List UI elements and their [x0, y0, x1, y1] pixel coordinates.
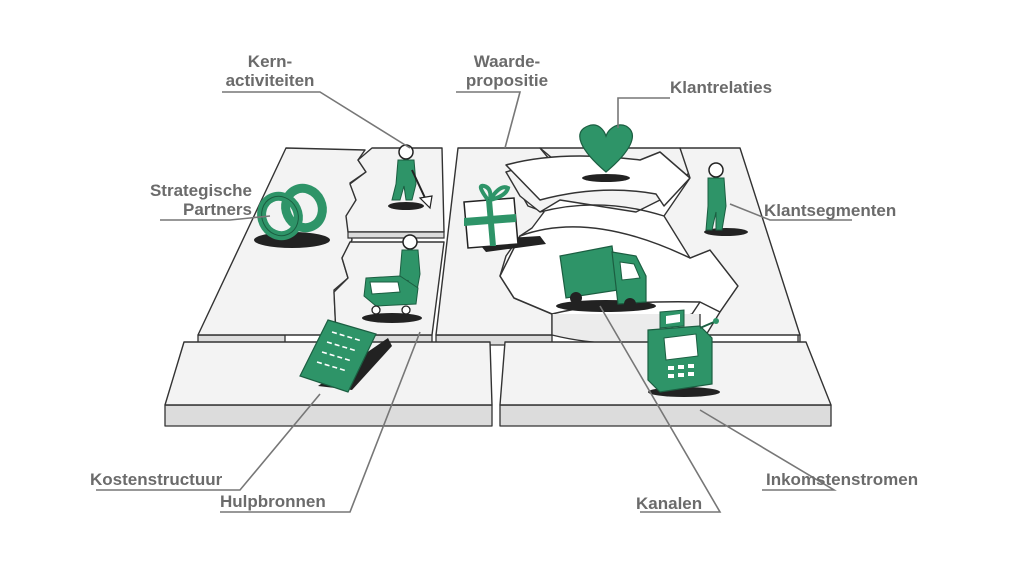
leader-lines — [96, 91, 852, 513]
gift-box-icon — [463, 183, 546, 252]
label-key-activities: Kern- activiteiten — [218, 52, 322, 90]
label-cost-structure: Kostenstructuur — [90, 470, 223, 489]
label-key-partners-line2: Partners — [183, 200, 252, 219]
label-customer-relationships: Klantrelaties — [670, 78, 773, 97]
panel-customer-segments — [663, 147, 801, 336]
label-key-partners: Strategische Partners — [120, 181, 252, 219]
label-key-activities-line2: activiteiten — [225, 71, 315, 90]
worker-cart-icon — [362, 234, 422, 323]
label-value-proposition-line2: propositie — [465, 71, 549, 90]
linked-rings-icon — [254, 183, 330, 248]
label-key-partners-line1: Strategische — [149, 181, 252, 200]
label-value-proposition-line1: Waarde- — [473, 52, 541, 71]
delivery-truck-icon — [556, 245, 656, 312]
label-key-activities-line1: Kern- — [247, 52, 293, 71]
label-customer-segments: Klantsegmenten — [764, 201, 897, 220]
label-channels: Kanalen — [636, 494, 703, 513]
label-revenue-streams: Inkomstenstromen — [766, 470, 919, 489]
worker-shovel-icon — [388, 144, 433, 210]
channels-inner-arc — [539, 204, 665, 217]
label-value-proposition: Waarde- propositie — [452, 52, 562, 90]
customer-person-icon — [704, 162, 748, 236]
cash-register-icon — [647, 309, 720, 397]
label-key-resources: Hulpbronnen — [220, 492, 326, 511]
invoice-document-icon — [299, 319, 392, 393]
heart-icon — [579, 124, 633, 182]
